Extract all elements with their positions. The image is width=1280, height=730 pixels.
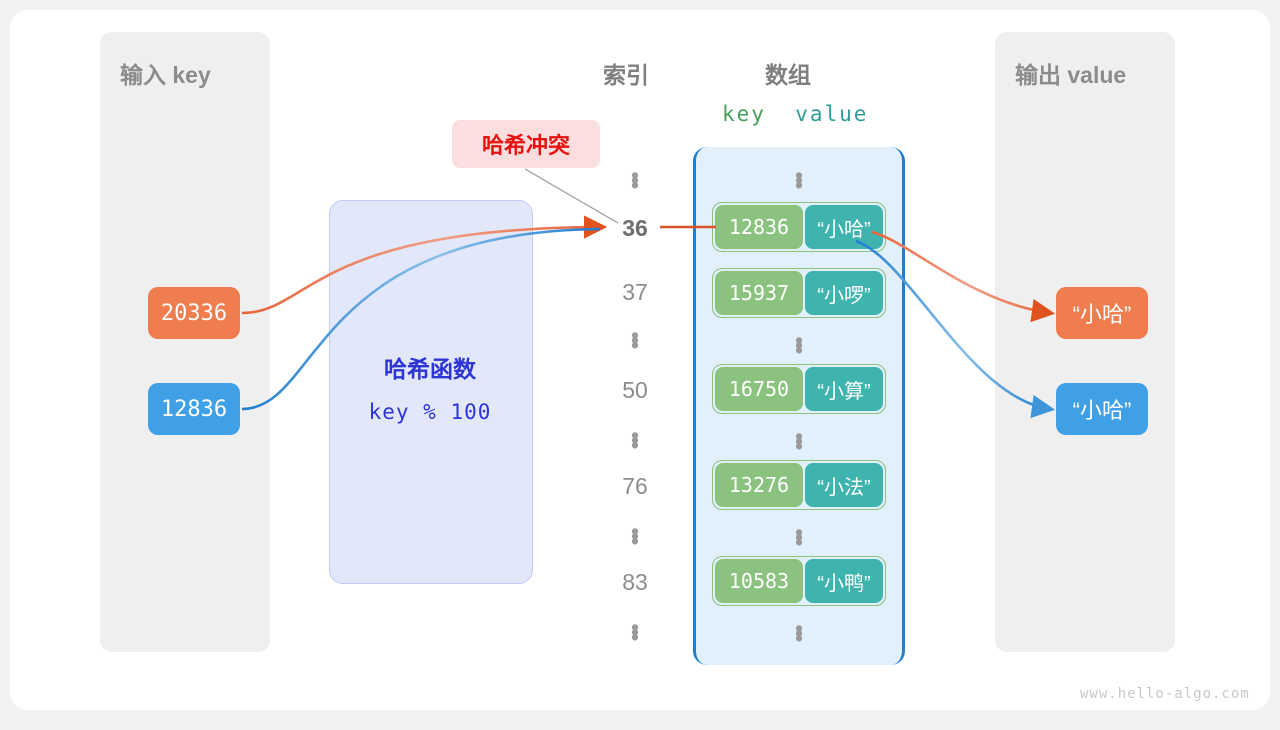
entry-value: “小哈” (805, 205, 883, 249)
hash-function-box (329, 200, 533, 584)
wire-slot-to-output-0 (871, 230, 1056, 323)
value-header-label: value (795, 102, 869, 126)
entry-key: 13276 (715, 463, 803, 507)
entry-value: “小算” (805, 367, 883, 411)
key-header-label: key (722, 102, 766, 126)
index-ellipsis: ••• (630, 162, 640, 198)
wire-input-1-to-index (241, 227, 601, 411)
output-value-label-1: “小哈” (1072, 398, 1132, 423)
entry-value: “小法” (805, 463, 883, 507)
hash-function-title: 哈希函数 (384, 356, 476, 382)
input-key-chip-1: 12836 (148, 383, 240, 435)
wire-collision-leader (524, 168, 619, 224)
input-panel (100, 32, 270, 652)
array-title: 数组 (765, 62, 811, 88)
entry-key: 10583 (715, 559, 803, 603)
output-value-label-0: “小哈” (1072, 302, 1132, 327)
input-key-chip-0: 20336 (148, 287, 240, 339)
output-panel-title: 输出 value (1015, 62, 1127, 88)
array-entry: 10583“小鸭” (712, 556, 886, 606)
index-label-36: 36 (622, 215, 648, 241)
array-ellipsis-1: ••• (794, 327, 804, 363)
array-ellipsis-3: ••• (794, 519, 804, 555)
array-entry: 12836“小哈” (712, 202, 886, 252)
output-panel (995, 32, 1175, 652)
wire-input-0-to-index (241, 215, 608, 315)
output-value-chip-0: “小哈” (1056, 287, 1148, 339)
index-label-50: 50 (622, 377, 648, 403)
index-label-76: 76 (622, 473, 648, 499)
output-value-chip-1: “小哈” (1056, 383, 1148, 435)
index-column-title: 索引 (603, 62, 649, 88)
input-key-label-0: 20336 (160, 300, 228, 326)
index-column: ••• 36 37 ••• 50 ••• 76 ••• 83 ••• (595, 150, 675, 660)
entry-value: “小啰” (805, 271, 883, 315)
connector-wires (241, 168, 1056, 419)
entry-value: “小鸭” (805, 559, 883, 603)
entry-key: 15937 (715, 271, 803, 315)
array-ellipsis-0: ••• (794, 162, 804, 198)
array-ellipsis-4: ••• (794, 615, 804, 651)
key-value-header: key value (722, 102, 868, 126)
watermark: www.hello-algo.com (1080, 686, 1250, 702)
wire-slot-to-output-1 (855, 239, 1056, 419)
array-entry: 16750“小算” (712, 364, 886, 414)
index-label-83: 83 (622, 569, 648, 595)
index-ellipsis: ••• (630, 422, 640, 458)
array-ellipsis-2: ••• (794, 423, 804, 459)
index-ellipsis: ••• (630, 614, 640, 650)
hash-function-expression: key % 100 (368, 400, 492, 424)
input-key-label-1: 12836 (160, 396, 228, 422)
collision-badge: 哈希冲突 (452, 120, 600, 168)
index-label-37: 37 (622, 279, 648, 305)
diagram-card: 输入 key 输出 value 索引 数组 key value 20336 12… (10, 10, 1270, 710)
index-ellipsis: ••• (630, 322, 640, 358)
entry-key: 16750 (715, 367, 803, 411)
array-entry: 15937“小啰” (712, 268, 886, 318)
array-entry: 13276“小法” (712, 460, 886, 510)
entry-key: 12836 (715, 205, 803, 249)
index-ellipsis: ••• (630, 518, 640, 554)
input-panel-title: 输入 key (120, 62, 211, 88)
